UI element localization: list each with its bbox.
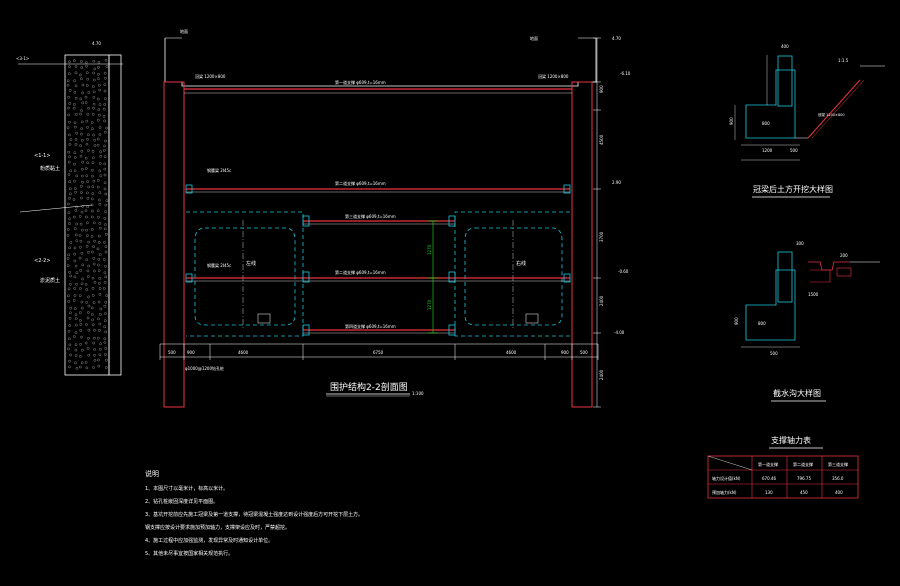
soil-layer-label-2: <2-2> — [34, 258, 51, 264]
dim-mid: 6750 — [373, 350, 384, 355]
vdim-1: 900 — [599, 85, 604, 93]
d2-dim-900: 900 — [734, 317, 739, 325]
d1-dim-1200: 1200 — [762, 148, 773, 153]
table-row2-v1: 130 — [765, 490, 773, 495]
main-title: 围护结构2-2剖面图 — [330, 381, 408, 393]
crown-beam-label-right: 冠梁 1200×800 — [538, 73, 569, 79]
d1-dim-900: 900 — [729, 117, 734, 125]
ground-label-left: 地面 — [180, 28, 188, 34]
table-row1-v3: 356.0 — [832, 476, 844, 481]
main-section: 地面 地面 第一道支撑 φ609,t=16mm 冠梁 1200×800 冠梁 1… — [159, 28, 631, 408]
note-2: 2、钻孔桩嵌固深度详见平面图。 — [145, 499, 219, 505]
detail-2: 300 1500 200 500 800 900 截水沟大样图 — [734, 241, 880, 402]
d2-dim-200: 200 — [840, 253, 848, 258]
crown-beam-label-left: 冠梁 1200×800 — [195, 73, 226, 79]
ground-label-right: 地面 — [530, 35, 538, 41]
soil-profile: <1-1> 粉质黏土 <2-2> 淤泥质土 <3-1> 4.70 — [16, 41, 123, 376]
right-pile — [571, 81, 593, 408]
table-row1-v2: 796.75 — [797, 476, 811, 481]
d2-dim-800: 800 — [758, 321, 766, 326]
support-label-3: 第三道支撑 φ609,t=16mm — [345, 213, 396, 219]
d1-crown: 冠梁 1200×800 — [818, 112, 845, 117]
center-dim-1: 1270 — [427, 244, 432, 255]
left-pile — [163, 81, 185, 408]
vdim-4: 2400 — [599, 295, 604, 306]
elev-3: -4.00 — [614, 330, 625, 335]
note-4: 钢支撑应按设计要求施加预加轴力，支撑架设应及时，严禁超挖。 — [145, 525, 291, 531]
table-row1-v1: 670.46 — [762, 476, 776, 481]
table-header-2: 第二道支撑 — [793, 461, 813, 467]
vdim-3: 3700 — [599, 231, 604, 242]
note-6: 5、其他未尽事宜按国家相关规范执行。 — [145, 551, 234, 557]
center-dim-2: 1270 — [427, 299, 432, 310]
note-1: 1、本图尺寸以毫米计，标高以米计。 — [145, 486, 229, 492]
elev-2: -0.60 — [618, 269, 629, 274]
d2-dim-1500: 1500 — [808, 292, 819, 297]
table-row1-label: 轴力设计值(kN) — [712, 475, 741, 481]
dim-span-left: 4600 — [238, 350, 249, 355]
d1-dim-800: 800 — [762, 121, 770, 126]
note-3: 3、基坑开挖前应先施工冠梁及第一道支撑，待冠梁混凝土强度达到设计强度后方可开挖下… — [145, 512, 364, 518]
vdim-2: 4500 — [599, 134, 604, 145]
wale-label-left-2: 钢腰梁 2I45c — [207, 262, 231, 268]
vdim-5: 2400 — [599, 369, 604, 380]
d1-dim-500: 500 — [790, 148, 798, 153]
d1-dim-400: 400 — [781, 44, 789, 49]
axial-force-table: 支撑轴力表 第一道支撑 第二道支撑 第三道支撑 轴力设计值(kN) 670.46… — [707, 435, 859, 499]
support-label-4: 第二道支撑 φ609,t=16mm — [335, 269, 386, 275]
soil-name-1: 粉质黏土 — [40, 165, 60, 172]
elev-1: 2.90 — [612, 180, 621, 185]
left-line-label: 左线 — [246, 260, 256, 267]
dim-span-right: 4600 — [506, 350, 517, 355]
dim-right: 500 — [580, 350, 588, 355]
detail-1: 1:1.5 400 800 1200 500 900 冠梁 1200×800 冠… — [729, 44, 885, 198]
dim-900-right: 900 — [561, 350, 569, 355]
notes-block: 说明 1、本图尺寸以毫米计，标高以米计。 2、钻孔桩嵌固深度详见平面图。 3、基… — [145, 468, 363, 561]
table-header-3: 第三道支撑 — [828, 461, 848, 467]
table-row2-v2: 450 — [800, 490, 808, 495]
elev-top-right: 4.70 — [612, 36, 621, 41]
right-line-label: 右线 — [516, 260, 526, 267]
soil-name-2: 淤泥质土 — [40, 277, 60, 284]
elev-right-mid: -6.10 — [620, 71, 631, 76]
tunnel-left — [194, 227, 296, 326]
d1-slope: 1:1.5 — [838, 58, 849, 63]
table-row2-label: 预加轴力(kN) — [712, 489, 737, 495]
dim-900-left: 900 — [187, 350, 195, 355]
support-label-1: 第一道支撑 φ609,t=16mm — [335, 79, 386, 85]
note-5: 4、施工过程中应加强监测，发现异常及时通知设计单位。 — [145, 538, 274, 544]
pile-note: φ1000@1200钻孔桩 — [185, 365, 224, 371]
support-label-5: 第四道支撑 φ609,t=16mm — [345, 323, 396, 329]
soil-layer-label-1: <1-1> — [34, 153, 51, 159]
notes-title: 说明 — [145, 470, 159, 478]
main-scale: 1:100 — [412, 391, 424, 396]
table-title: 支撑轴力表 — [771, 435, 811, 445]
detail1-title: 冠梁后土方开挖大样图 — [753, 184, 833, 194]
soil-layer-label-top: <3-1> — [16, 56, 29, 61]
detail2-title: 截水沟大样图 — [773, 388, 821, 398]
wale-label-left: 钢腰梁 2I45c — [207, 167, 231, 173]
table-row2-v3: 400 — [835, 490, 843, 495]
ground-profile — [164, 38, 597, 87]
dim-left: 500 — [168, 350, 176, 355]
soil-elev-top: 4.70 — [92, 41, 101, 46]
support-label-2: 第二道支撑 φ609,t=16mm — [335, 180, 386, 186]
d2-dim-300: 300 — [796, 241, 804, 246]
table-header-1: 第一道支撑 — [758, 461, 778, 467]
d2-dim-500: 500 — [770, 351, 778, 356]
tunnel-right — [464, 227, 563, 326]
